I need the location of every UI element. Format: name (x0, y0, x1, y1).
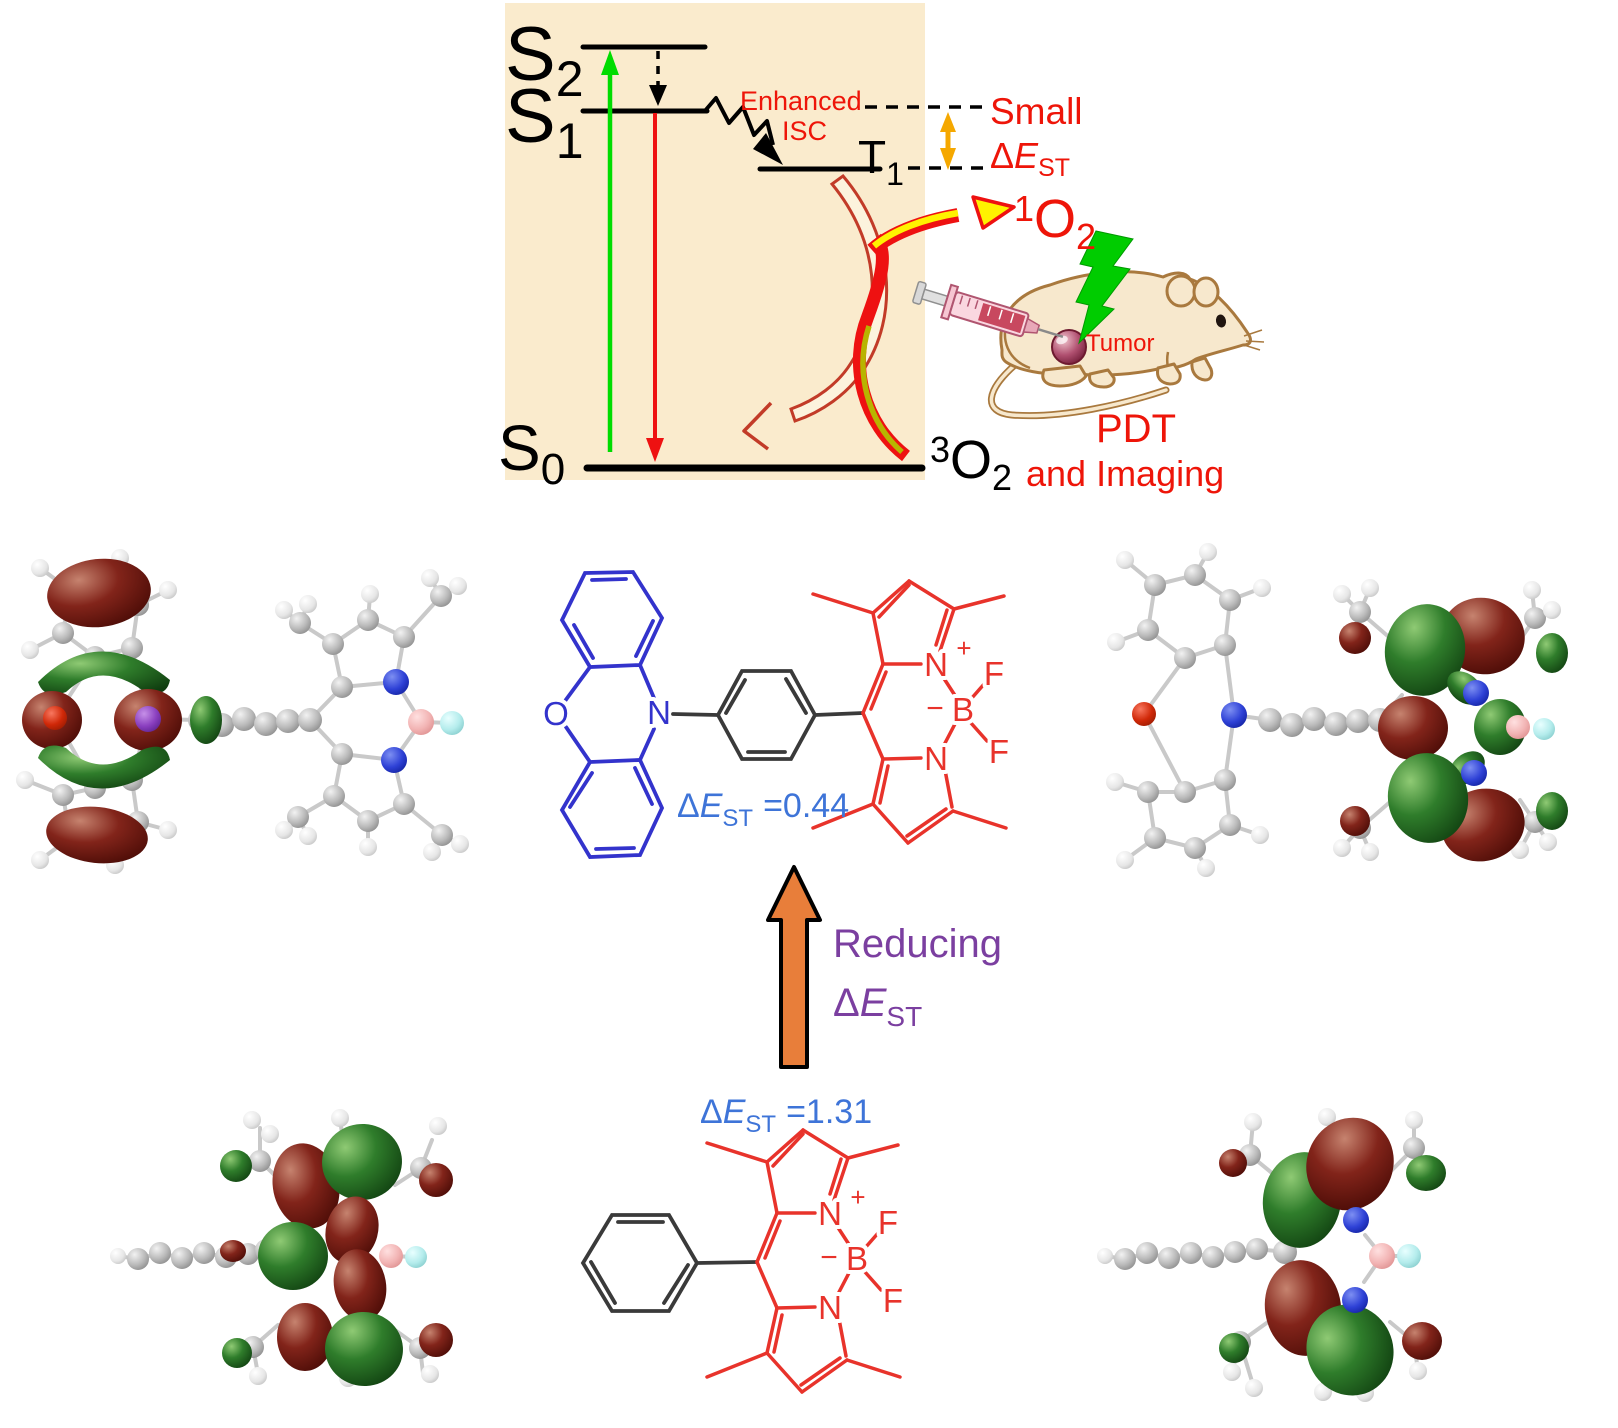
triplet-oxygen-label: 3O2 (930, 429, 1012, 498)
phenylene-bridge (671, 669, 865, 761)
s0-label: S0 (498, 412, 565, 494)
reducing-dest-label-line1: Reducing (833, 922, 1002, 966)
orbital-lobes (1339, 597, 1568, 862)
delta-est-gap-label: ΔEST (990, 135, 1070, 182)
fluorine-atom (1397, 1244, 1421, 1268)
mouse-whiskers (1243, 329, 1265, 351)
dyad-homo-orbital-model (16, 549, 469, 874)
nitrogen-atom (135, 706, 161, 732)
ball-and-stick-model (1106, 543, 1561, 877)
s2-label: S2 (505, 12, 584, 107)
tumor-highlight (1056, 335, 1068, 345)
small-gap-label: Small (990, 91, 1083, 132)
lightning-bolt-icon (1075, 230, 1134, 345)
phenoxazine-unit: O N (539, 570, 675, 859)
nitrogen-atom (1342, 1287, 1368, 1313)
s1-label: S1 (505, 74, 584, 169)
mouse-ear (1165, 274, 1197, 308)
dest-value-dyad: ΔEST=0.44 (677, 787, 849, 832)
dyad-structure: O N ΔEST=0.44 (539, 570, 1090, 859)
orbital-lobes (22, 558, 222, 864)
isc-wavy-arrow (702, 96, 783, 165)
phenyl-ring (580, 1213, 759, 1313)
reference-homo-orbital-model (110, 1109, 453, 1387)
oxygen-energy-transfer-arrow (852, 195, 1016, 462)
enhanced-isc-label: Enhanced (740, 86, 862, 116)
orbital-lobes (220, 1123, 453, 1387)
t1-label: T1 (858, 131, 904, 192)
dyad-lumo-orbital-model (1106, 543, 1568, 877)
singlet-triplet-gap-arrow (940, 112, 956, 170)
nitrogen-atom (1343, 1207, 1369, 1233)
transition-section: Reducing ΔEST (766, 865, 1002, 1069)
isc-label-line2: ISC (782, 116, 827, 146)
nitrogen-atom (1463, 680, 1489, 706)
syringe-icon (912, 280, 1064, 338)
oxygen-atom (43, 706, 67, 730)
reducing-dest-label-line2: ΔEST (833, 981, 922, 1032)
reference-lumo-orbital-model (1097, 1108, 1446, 1402)
absorption-arrow (601, 50, 619, 452)
mouse-tail (988, 360, 1170, 420)
mouse-illustration (912, 230, 1265, 420)
singlet-oxygen-label: 1O2 (1014, 188, 1096, 257)
boron-atom (1506, 715, 1530, 739)
mouse-ear (1192, 276, 1220, 308)
diagram-panel-background (505, 3, 925, 480)
internal-conversion-arrow (649, 51, 667, 106)
nitrogen-atom (1461, 760, 1487, 786)
boron-atom (379, 1244, 403, 1268)
orbital-lobes (1219, 1117, 1446, 1396)
pdt-caption-line2: and Imaging (1026, 453, 1224, 494)
pdt-caption-line1: PDT (1096, 407, 1176, 451)
dest-value-reference: ΔEST=1.31 (700, 1093, 872, 1138)
fluorine-atom (405, 1246, 427, 1268)
nitrogen-label: N (647, 694, 671, 731)
reference-structure: ΔEST=1.31 (580, 1093, 1060, 1428)
fluorine-atom (1533, 718, 1555, 740)
oxygen-label: O (543, 695, 569, 732)
jablonski-diagram: S2 S1 S0 T1 Enhanced ISC Small ΔEST 1O2 … (498, 3, 1265, 498)
reducing-dest-arrow (766, 865, 822, 1069)
mouse-eye (1215, 314, 1227, 328)
boron-atom (1369, 1243, 1395, 1269)
fluorescence-arrow (646, 113, 664, 462)
tumor-label: Tumor (1086, 330, 1154, 357)
